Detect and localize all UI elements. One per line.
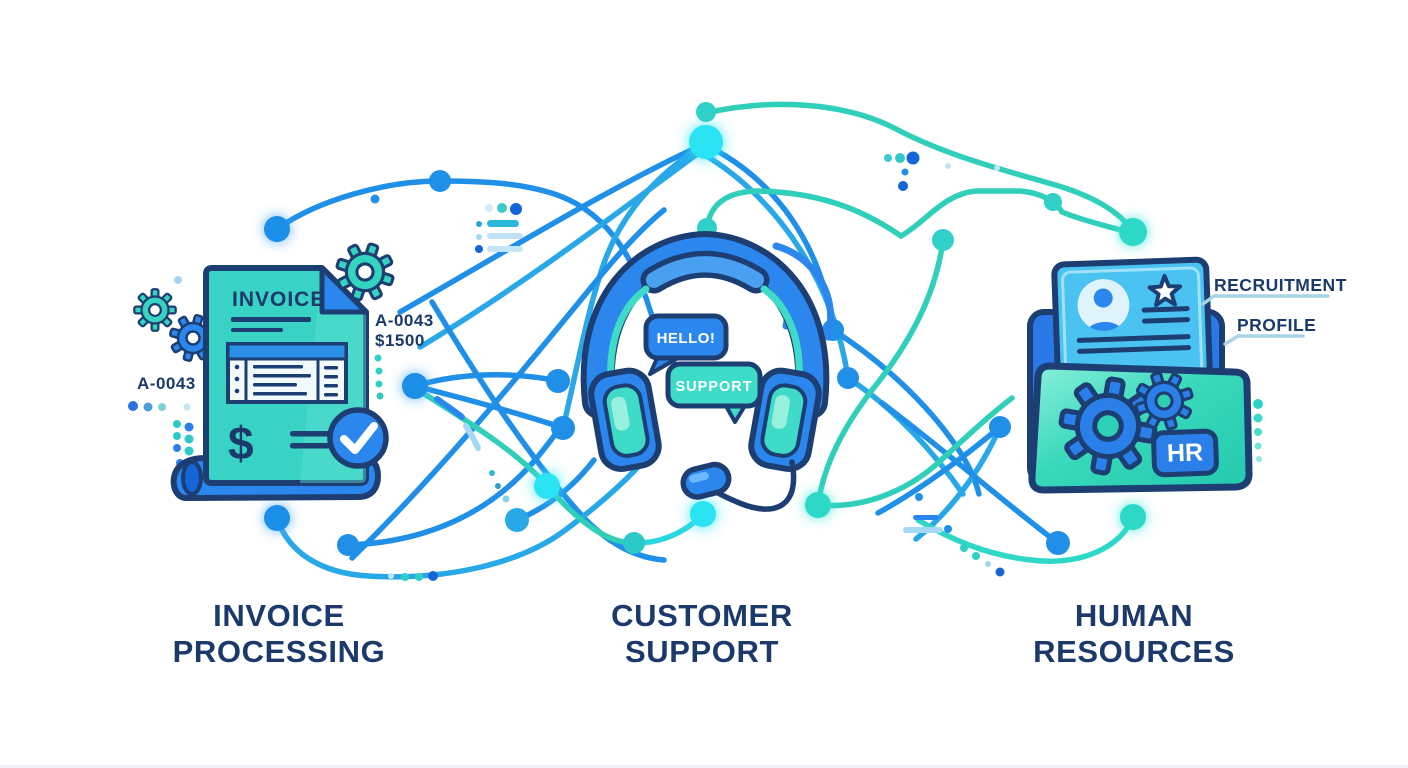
section-title-customer-support: CUSTOMER SUPPORT xyxy=(611,598,793,669)
checkmark-icon xyxy=(327,407,389,469)
invoice-doc-title: INVOICE xyxy=(232,288,325,311)
invoice-number-left: A-0043 xyxy=(137,374,196,393)
gear-icon xyxy=(133,288,177,332)
section-title-human-resources: HUMAN RESOURCES xyxy=(1033,598,1235,669)
callout-underline xyxy=(1223,334,1305,346)
hr-illustration: HR RECRUITMENT PROFILE xyxy=(1027,256,1347,494)
chat-bubble-icon: HELLO! xyxy=(643,313,729,376)
microphone-icon xyxy=(680,461,732,500)
invoice-number-right: A-0043 xyxy=(375,311,434,330)
headset-illustration: HELLO! SUPPORT xyxy=(580,230,835,512)
callout-underline xyxy=(1201,294,1330,306)
page-fold-icon xyxy=(319,265,369,315)
network-nodes xyxy=(264,102,1147,556)
hr-badge-icon: HR xyxy=(1151,428,1219,478)
bottom-edge-line xyxy=(0,765,1408,768)
invoice-illustration: INVOICE $ A-0043 A-0043 $1500 xyxy=(133,234,434,501)
hr-badge-text: HR xyxy=(1166,438,1203,467)
table-icon xyxy=(226,342,348,404)
profile-card-icon xyxy=(1051,256,1213,390)
section-title-invoice-processing: INVOICE PROCESSING xyxy=(172,598,386,669)
bubble-support-text: SUPPORT xyxy=(675,379,752,395)
network-dots xyxy=(128,151,1263,581)
bubble-hello-text: HELLO! xyxy=(657,330,716,347)
star-icon xyxy=(1147,273,1183,308)
headset-icon xyxy=(580,230,830,512)
label-profile: PROFILE xyxy=(1237,315,1316,335)
invoice-amount: $1500 xyxy=(375,331,425,350)
dollar-icon: $ xyxy=(228,417,254,469)
headphone-cup-icon xyxy=(748,367,822,472)
chat-bubble-icon: SUPPORT xyxy=(665,361,763,424)
headphone-cup-icon xyxy=(588,367,662,472)
label-recruitment: RECRUITMENT xyxy=(1214,275,1347,295)
